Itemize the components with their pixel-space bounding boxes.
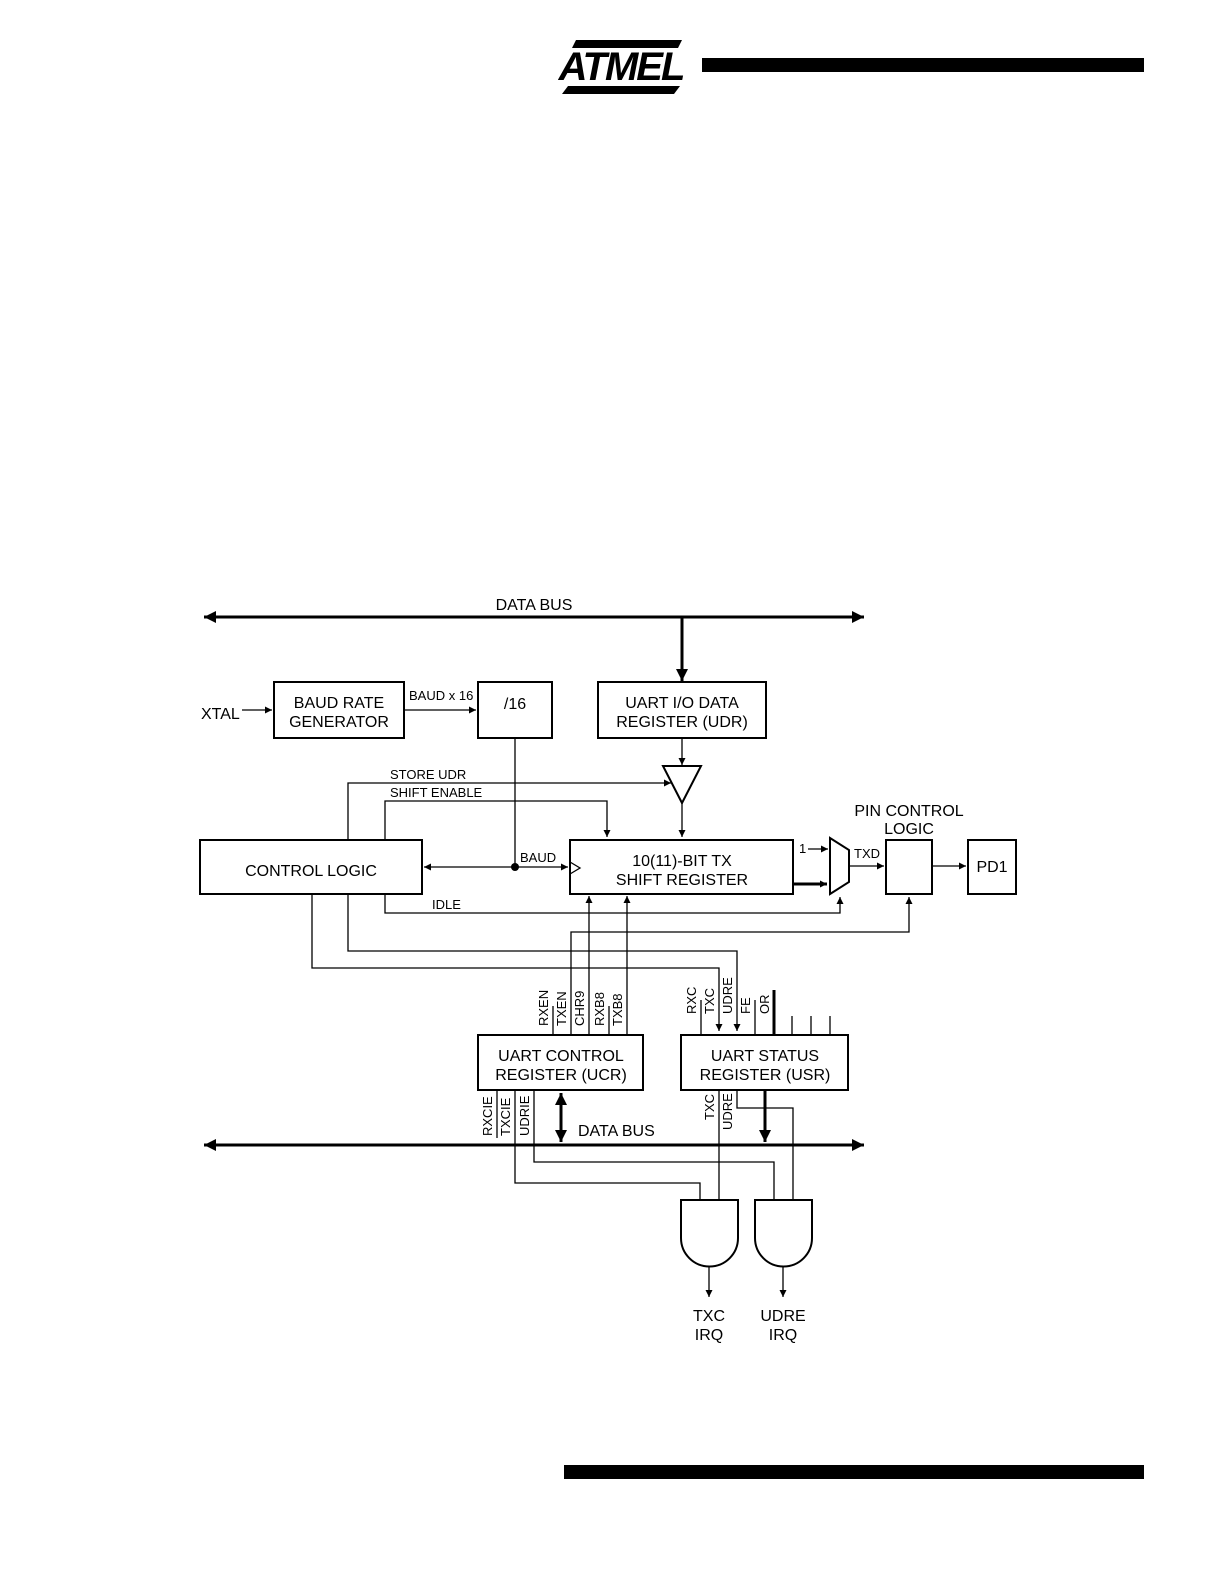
pin-control-logic-label-1: PIN CONTROL (854, 803, 963, 820)
usr-label-1: UART STATUS (711, 1048, 819, 1065)
baud-label: BAUD (520, 850, 556, 865)
ucr-label-2: REGISTER (UCR) (495, 1067, 627, 1084)
header-rule (702, 58, 1144, 72)
xtal-label: XTAL (201, 706, 240, 723)
usr-bit-txc-bottom: TXC (702, 1094, 717, 1120)
udre-to-gate-wire (736, 1090, 794, 1200)
pin-control-logic-box (885, 839, 933, 895)
shift-register-clock-mark (569, 861, 582, 875)
logo-text: ATMEL (558, 45, 684, 89)
ucr-bit-txcie: TXCIE (498, 1097, 513, 1136)
atmel-logo: ATMEL (558, 40, 684, 94)
ucr-bit-txen: TXEN (554, 991, 569, 1026)
control-logic-box (199, 839, 423, 895)
mux-one-label: 1 (799, 841, 806, 856)
shift-enable-label: SHIFT ENABLE (390, 785, 483, 800)
udr-label-2: REGISTER (UDR) (616, 714, 748, 731)
div16-box (477, 681, 553, 739)
txcie-wire (514, 1090, 701, 1200)
pin-control-logic-label-2: LOGIC (884, 821, 934, 838)
baud-x16-label: BAUD x 16 (409, 688, 473, 703)
ucr-bit-rxcie: RXCIE (480, 1096, 495, 1136)
usr-bit-udre: UDRE (720, 977, 735, 1014)
usr-box (680, 1034, 849, 1091)
control-to-usr-txc-wire (311, 894, 723, 1031)
txen-to-pin-control-wire (570, 897, 913, 1034)
div16-label: /16 (504, 696, 526, 713)
usr-label-2: REGISTER (USR) (700, 1067, 831, 1084)
pd1-label: PD1 (976, 859, 1007, 876)
idle-wire (384, 894, 844, 914)
usr-bit-fe: FE (738, 997, 753, 1014)
tristate-buffer (661, 765, 703, 806)
baud-rate-generator-label-1: BAUD RATE (294, 695, 384, 712)
and-gate-txc (680, 1199, 739, 1268)
output-mux (829, 836, 850, 896)
shift-register-label-2: SHIFT REGISTER (616, 872, 748, 889)
udre-irq-label-1: UDRE (760, 1308, 805, 1325)
ucr-bit-udrie: UDRIE (517, 1095, 532, 1136)
store-udr-label: STORE UDR (390, 767, 466, 782)
udrie-wire (533, 1090, 775, 1200)
ucr-bit-rxen: RXEN (536, 990, 551, 1026)
control-to-usr-udre-wire (347, 894, 741, 1031)
data-bus-top-label: DATA BUS (496, 597, 573, 614)
baud-rate-generator-box (273, 681, 405, 739)
shift-register-box (569, 839, 794, 895)
store-udr-wire (347, 779, 671, 839)
footer-rule (564, 1465, 1144, 1479)
idle-label: IDLE (432, 897, 461, 912)
ucr-box (477, 1034, 644, 1091)
usr-bit-txc: TXC (702, 988, 717, 1014)
data-bus-bottom-label: DATA BUS (578, 1123, 655, 1140)
baud-junction-dot (511, 863, 519, 871)
txc-irq-label-2: IRQ (695, 1327, 723, 1344)
usr-bit-or: OR (757, 995, 772, 1015)
usr-bit-udre-bottom: UDRE (720, 1093, 735, 1130)
ucr-bit-txb8: TXB8 (610, 993, 625, 1026)
control-logic-label: CONTROL LOGIC (245, 863, 377, 880)
udr-label-1: UART I/O DATA (625, 695, 739, 712)
udr-box (597, 681, 767, 739)
ucr-label-1: UART CONTROL (498, 1048, 624, 1065)
and-gate-udre (754, 1199, 813, 1268)
baud-rate-generator-label-2: GENERATOR (289, 714, 389, 731)
usr-bit-rxc: RXC (684, 987, 699, 1014)
shift-enable-wire (384, 800, 611, 839)
txc-irq-label-1: TXC (693, 1308, 725, 1325)
shift-register-label-1: 10(11)-BIT TX (632, 853, 732, 870)
ucr-bit-rxb8: RXB8 (592, 992, 607, 1026)
udre-irq-label-2: IRQ (769, 1327, 797, 1344)
pd1-box (967, 839, 1017, 895)
ucr-bit-chr9: CHR9 (572, 991, 587, 1026)
txd-label: TXD (854, 846, 880, 861)
